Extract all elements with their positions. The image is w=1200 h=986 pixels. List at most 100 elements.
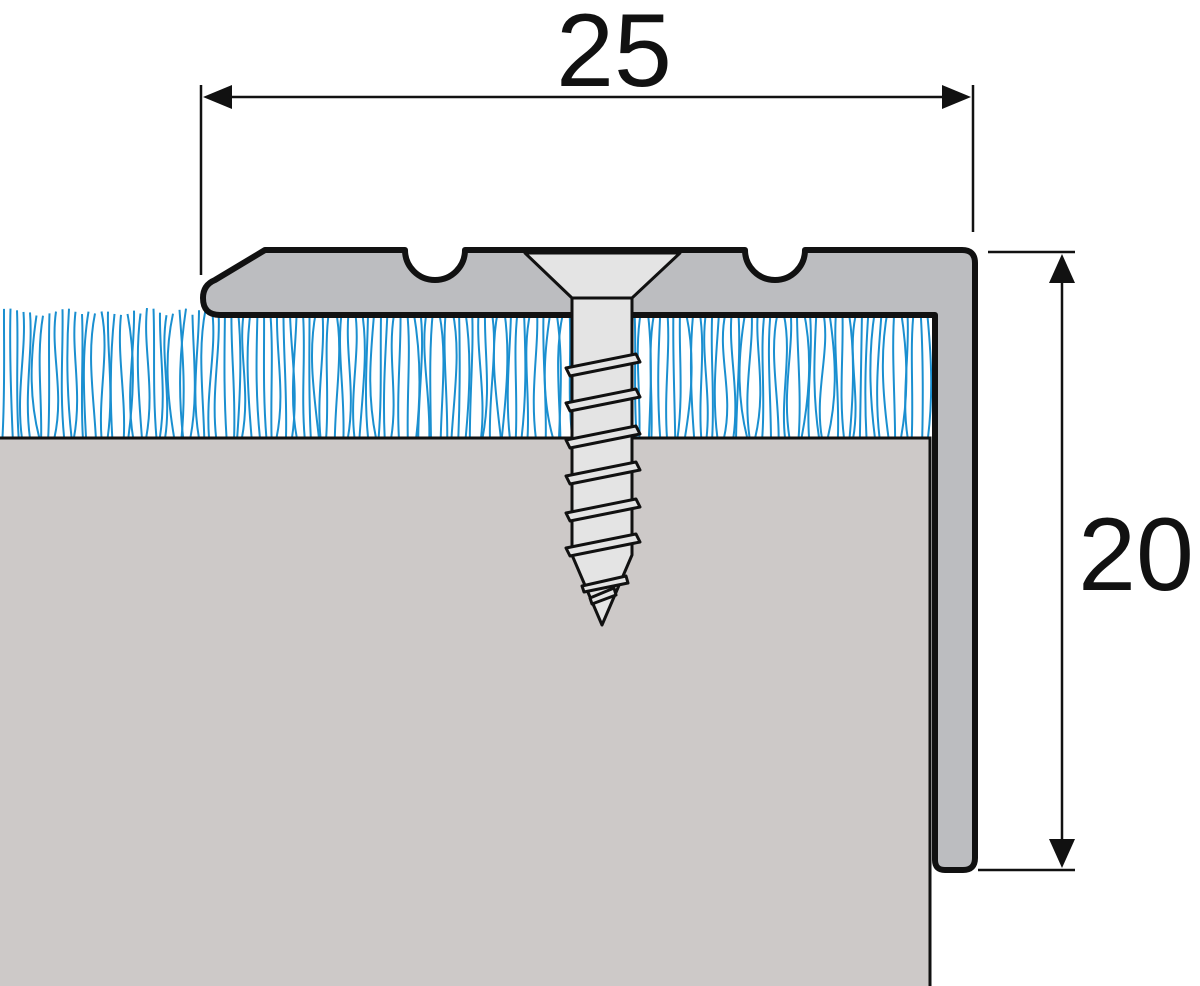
carpet-fiber <box>713 312 720 439</box>
carpet-fiber <box>333 308 341 439</box>
carpet-fiber <box>754 308 762 439</box>
width-label: 25 <box>556 0 672 109</box>
carpet-fiber <box>858 311 863 439</box>
carpet-fiber <box>910 308 915 439</box>
stair-board <box>0 436 932 986</box>
carpet-fiber <box>318 313 325 439</box>
carpet-fiber <box>126 313 134 439</box>
carpet-fiber <box>240 308 247 439</box>
carpet-fiber <box>145 307 151 439</box>
width-dimension <box>199 85 975 275</box>
carpet-fiber <box>213 311 220 439</box>
carpet-fiber <box>308 315 312 439</box>
arrow-up-icon <box>1049 254 1075 283</box>
carpet-fiber <box>136 313 143 439</box>
thread <box>580 574 630 594</box>
carpet-fiber <box>223 308 228 439</box>
carpet-fiber <box>926 310 933 439</box>
carpet-fiber <box>346 312 352 439</box>
carpet-fiber <box>382 311 389 439</box>
carpet-fiber <box>194 310 200 439</box>
carpet-fiber <box>310 311 320 439</box>
carpet-fiber <box>649 313 655 439</box>
carpet-fiber <box>481 311 489 439</box>
carpet-fiber <box>738 313 749 439</box>
carpet-fiber <box>200 309 207 439</box>
carpet-fiber <box>189 314 196 439</box>
carpet-fiber <box>636 311 642 439</box>
carpet-fiber <box>397 310 402 439</box>
carpet-fiber <box>302 313 306 439</box>
carpet-fiber <box>851 315 857 439</box>
carpet-fiber <box>417 308 424 439</box>
carpet-fiber <box>492 310 502 439</box>
carpet-fiber <box>106 311 112 439</box>
carpet-fiber <box>26 312 32 439</box>
arrow-right-icon <box>942 85 971 109</box>
carpet-fiber <box>166 313 176 439</box>
carpet-fiber <box>869 310 876 439</box>
carpet-fiber <box>443 308 449 439</box>
carpet-fiber <box>236 310 242 439</box>
carpet-fiber <box>834 312 840 439</box>
carpet-fiber <box>109 313 116 439</box>
carpet-fiber <box>468 308 474 439</box>
carpet-fiber <box>543 314 554 439</box>
screw <box>523 251 682 627</box>
carpet-fiber <box>807 314 812 439</box>
carpet-fiber <box>1 308 6 439</box>
arrow-down-icon <box>1049 839 1075 868</box>
carpet-fiber <box>520 311 527 439</box>
carpet-fiber <box>118 314 126 439</box>
carpet-fiber <box>99 311 106 439</box>
carpet-fiber <box>864 309 870 439</box>
carpet-fiber <box>53 311 60 439</box>
carpet-fibers <box>1 307 933 439</box>
carpet-fiber <box>746 308 753 439</box>
carpet-fiber <box>735 314 741 439</box>
carpet-fiber <box>269 315 273 439</box>
carpet-fiber <box>761 312 766 439</box>
carpet-fiber <box>30 315 41 439</box>
carpet-fiber <box>689 315 696 439</box>
angle-profile <box>200 247 978 873</box>
carpet-fiber <box>178 309 185 439</box>
carpet-fiber <box>207 309 215 439</box>
carpet-fiber <box>438 314 445 439</box>
height-label: 20 <box>1078 497 1194 613</box>
carpet-fiber <box>163 315 169 439</box>
carpet-fiber <box>358 308 366 439</box>
carpet-fiber <box>275 315 282 439</box>
carpet-fiber <box>818 310 827 439</box>
screw-threads <box>564 352 642 606</box>
carpet-fiber <box>703 312 709 439</box>
carpet-fiber <box>158 312 164 439</box>
carpet-fiber <box>773 313 780 439</box>
carpet-fiber <box>676 314 682 439</box>
carpet-fiber <box>876 313 883 439</box>
carpet-fiber <box>352 310 358 439</box>
carpet-fiber <box>377 315 382 439</box>
carpet-fiber <box>262 308 268 439</box>
thread <box>564 424 642 450</box>
carpet-fiber <box>152 308 158 439</box>
carpet-fiber <box>90 313 97 439</box>
carpet-fiber <box>767 308 772 439</box>
carpet-fiber <box>813 310 821 439</box>
carpet-fiber <box>840 314 845 439</box>
carpet-fiber <box>457 308 461 439</box>
carpet-fiber <box>464 312 471 439</box>
carpet-fiber <box>782 314 788 439</box>
carpet-fiber <box>364 311 370 439</box>
carpet-fiber <box>339 309 345 439</box>
carpet-fiber <box>429 310 434 439</box>
carpet-fiber <box>881 308 890 439</box>
carpet-fiber <box>525 311 532 439</box>
carpet-fiber <box>557 312 564 439</box>
carpet-fiber <box>665 308 670 439</box>
carpet-fiber <box>450 310 458 439</box>
carpet-fiber <box>230 310 236 439</box>
carpet-fiber <box>892 308 897 439</box>
carpet-fiber <box>80 314 84 439</box>
